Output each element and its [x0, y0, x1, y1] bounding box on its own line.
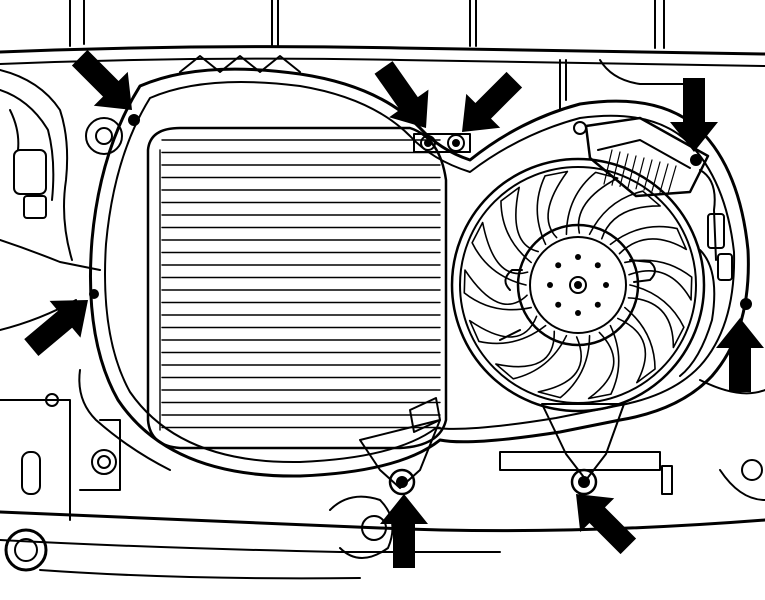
fan-blade [627, 284, 685, 349]
radiator-core [146, 126, 448, 450]
hub-hole [547, 282, 553, 288]
left-harness [0, 69, 101, 521]
fan-blade [617, 306, 656, 384]
callout-arrow-top-left [71, 49, 132, 110]
lower-brackets [359, 397, 625, 496]
callout-arrow-mid-right [716, 318, 764, 392]
hub-hole [575, 254, 581, 260]
hub-hole [594, 301, 601, 308]
lower-crossmember [0, 379, 765, 580]
fan-blade [587, 324, 620, 400]
hub-hole [594, 262, 601, 269]
callout-arrow-top-right [670, 78, 718, 152]
hub-hole [575, 310, 581, 316]
hub-hole [603, 282, 609, 288]
upper-crossmember [0, 0, 765, 111]
fan-control-module [573, 116, 752, 377]
callout-arrow-top-center-right [462, 71, 523, 132]
callout-arrow-top-center-left [374, 61, 429, 128]
callout-arrow-bottom-center-right [576, 494, 637, 555]
fan-blade [565, 171, 619, 236]
cooling-fan [450, 157, 706, 413]
hub-hole [555, 301, 562, 308]
callout-arrows [24, 49, 764, 568]
fan-blade [609, 225, 688, 255]
callout-arrow-mid-left [24, 300, 88, 356]
fan-blade [624, 259, 693, 301]
fan-blade [588, 190, 661, 240]
callout-arrow-bottom-center-left [380, 494, 428, 568]
fan-blade [536, 170, 569, 246]
fan-blade [537, 334, 591, 399]
fan-blade [495, 330, 568, 380]
hub-hole [555, 262, 562, 269]
upper-center-bolts [413, 133, 471, 153]
fan-blade [500, 186, 539, 264]
fan-blade [468, 315, 547, 345]
fan-blade [463, 269, 532, 311]
